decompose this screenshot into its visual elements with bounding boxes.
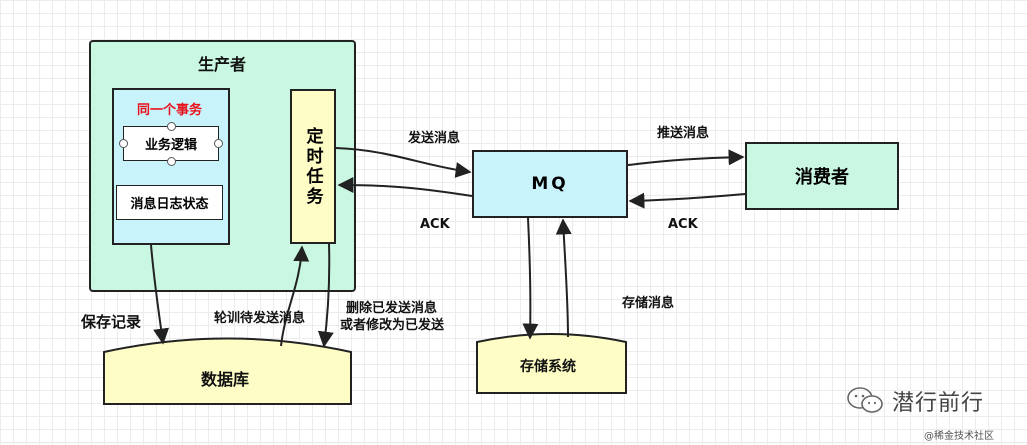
push-label: 推送消息 [657, 126, 710, 141]
ack-consumer-label: ACK [668, 217, 698, 232]
poll-arrow [280, 245, 310, 347]
push-arrow [627, 149, 745, 166]
selection-handle-top [167, 122, 176, 131]
ack-producer-arrow [337, 177, 473, 197]
ack-consumer-arrow [628, 192, 746, 209]
selection-handle-right [214, 139, 223, 148]
store-up-arrow [555, 218, 572, 338]
save-record-arrow [150, 244, 170, 345]
send-label: 发送消息 [408, 131, 461, 146]
delete-arrow [317, 243, 334, 348]
scheduled-task-box: 定时任务 [290, 89, 336, 244]
store-down-arrow [522, 217, 539, 340]
database-label: 数据库 [201, 370, 250, 389]
wechat-icon [847, 387, 883, 413]
selection-handle-bottom [167, 157, 176, 166]
storage-label: 存储系统 [520, 359, 576, 375]
save-record-label: 保存记录 [81, 313, 142, 331]
producer-title: 生产者 [198, 55, 247, 74]
consumer-box: 消费者 [745, 142, 899, 210]
send-arrow [335, 147, 472, 178]
message-log-status-box: 消息日志状态 [116, 185, 223, 220]
selection-handle-left [119, 139, 128, 148]
delete-label-line1: 删除已发送消息 [346, 301, 438, 316]
transaction-title: 同一个事务 [137, 103, 203, 118]
business-logic-box: 业务逻辑 [123, 126, 219, 161]
ack-producer-label: ACK [420, 217, 450, 232]
poll-label: 轮训待发送消息 [214, 311, 306, 326]
watermark-title: 潜行前行 [892, 391, 985, 416]
watermark-subtitle: @稀金技术社区 [924, 431, 994, 442]
delete-label-line2: 或者修改为已发送 [340, 318, 445, 333]
store-label: 存储消息 [622, 296, 675, 311]
database-shape [103, 337, 352, 405]
mq-box: MQ [472, 150, 628, 218]
